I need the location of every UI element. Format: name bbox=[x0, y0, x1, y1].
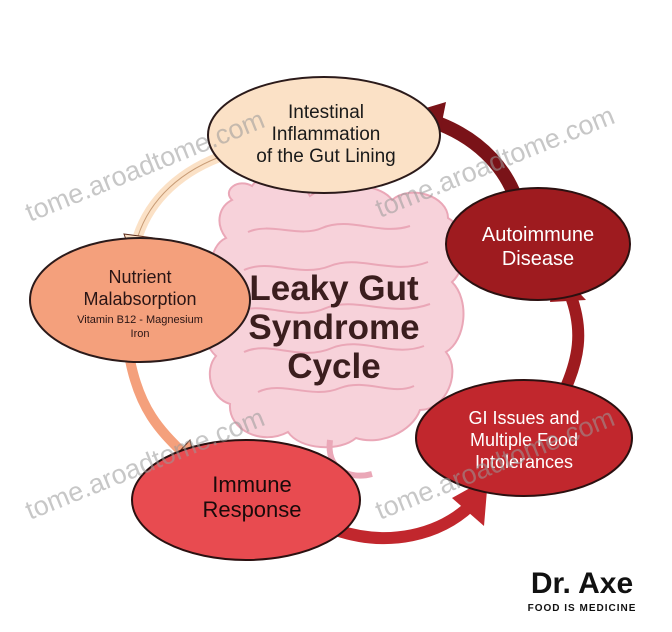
dr-axe-logo: Dr. Axe FOOD IS MEDICINE bbox=[528, 567, 637, 614]
nutrient-sub2: Iron bbox=[131, 328, 150, 340]
logo-tagline: FOOD IS MEDICINE bbox=[528, 603, 637, 614]
intestine-illustration bbox=[203, 176, 466, 479]
autoimmune-line2: Disease bbox=[502, 248, 574, 270]
node-nutrient-malabsorption: Nutrient Malabsorption Vitamin B12 - Mag… bbox=[29, 237, 251, 363]
immune-line2: Response bbox=[202, 497, 301, 522]
arrow-nutrient-to-immune bbox=[125, 359, 186, 456]
node-gi-issues: GI Issues and Multiple Food Intolerances bbox=[415, 379, 633, 497]
arrow-immune-to-gi bbox=[334, 501, 475, 545]
inflammation-line3: of the Gut Lining bbox=[256, 146, 395, 167]
node-intestinal-inflammation: Intestinal Inflammation of the Gut Linin… bbox=[207, 76, 441, 194]
inflammation-line1: Intestinal bbox=[288, 102, 364, 123]
title-line3: Cycle bbox=[287, 347, 380, 386]
gi-line2: Multiple Food bbox=[470, 430, 578, 450]
inflammation-line2: Inflammation bbox=[272, 124, 381, 145]
gi-line1: GI Issues and bbox=[468, 408, 579, 428]
immune-line1: Immune bbox=[212, 472, 291, 497]
center-title: Leaky Gut Syndrome Cycle bbox=[248, 269, 419, 386]
logo-brand: Dr. Axe bbox=[531, 567, 633, 600]
nutrient-sub1: Vitamin B12 - Magnesium bbox=[77, 314, 203, 326]
gi-line3: Intolerances bbox=[475, 452, 573, 472]
node-autoimmune-disease: Autoimmune Disease bbox=[445, 187, 631, 301]
node-immune-response: Immune Response bbox=[131, 439, 361, 561]
title-line1: Leaky Gut bbox=[249, 269, 419, 308]
title-line2: Syndrome bbox=[248, 308, 419, 347]
nutrient-line2: Malabsorption bbox=[83, 289, 196, 309]
nutrient-line1: Nutrient bbox=[108, 267, 171, 287]
autoimmune-line1: Autoimmune bbox=[482, 224, 594, 246]
